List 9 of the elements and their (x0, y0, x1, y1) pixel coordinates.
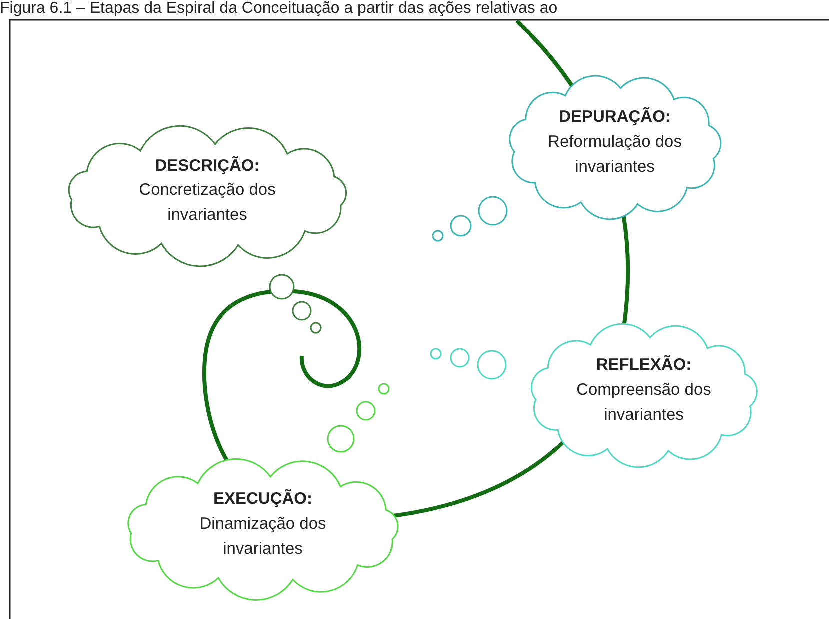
stage-heading: EXECUÇÃO: (212, 488, 314, 510)
stage-description: Reformulação dos invariantes (547, 132, 683, 178)
stage-description: Concretização dos invariantes (138, 180, 277, 226)
figure-title: Figura 6.1 – Etapas da Espiral da Conceituação a partir das ações relativas ao (0, 0, 558, 18)
stage-heading: REFLEXÃO: (595, 354, 693, 376)
stage-heading: DEPURAÇÃO: (558, 106, 672, 128)
stage-description: Dinamização dos invariantes (198, 514, 328, 560)
stage-description: Compreensão dos invariantes (576, 380, 712, 426)
stage-heading: DESCRIÇÃO: (154, 155, 261, 176)
